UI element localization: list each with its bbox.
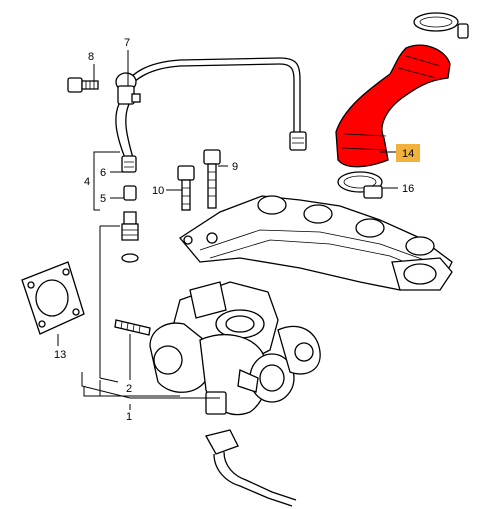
hose-clamp-top [413, 12, 469, 39]
oil-feed-pipe [115, 57, 307, 173]
callout-14: 14 [402, 148, 414, 160]
oil-return-pipe [205, 429, 297, 507]
turbo-gasket [21, 261, 85, 335]
bolt-10 [177, 165, 195, 211]
bolt-9 [203, 149, 221, 209]
callout-8: 8 [88, 51, 94, 63]
callout-1: 1 [126, 411, 132, 423]
union-fitting [121, 211, 139, 263]
callout-2: 2 [126, 383, 132, 395]
banjo-bolt [67, 77, 99, 93]
turbocharger [149, 281, 321, 416]
callout-7: 7 [124, 37, 130, 49]
boost-hose [335, 44, 451, 168]
callout-6: 6 [100, 167, 106, 179]
callout-10: 10 [152, 185, 164, 197]
mounting-stud [114, 319, 151, 336]
callout-16: 16 [402, 183, 414, 195]
callout-4: 4 [84, 176, 90, 188]
exhaust-manifold [179, 195, 453, 291]
leader-lines [57, 50, 398, 410]
callout-9: 9 [232, 161, 238, 173]
seal-ring [123, 185, 137, 201]
callout-5: 5 [100, 193, 106, 205]
callout-13: 13 [54, 349, 66, 361]
hose-clamp [337, 171, 383, 199]
highlight-label-box [396, 144, 420, 162]
